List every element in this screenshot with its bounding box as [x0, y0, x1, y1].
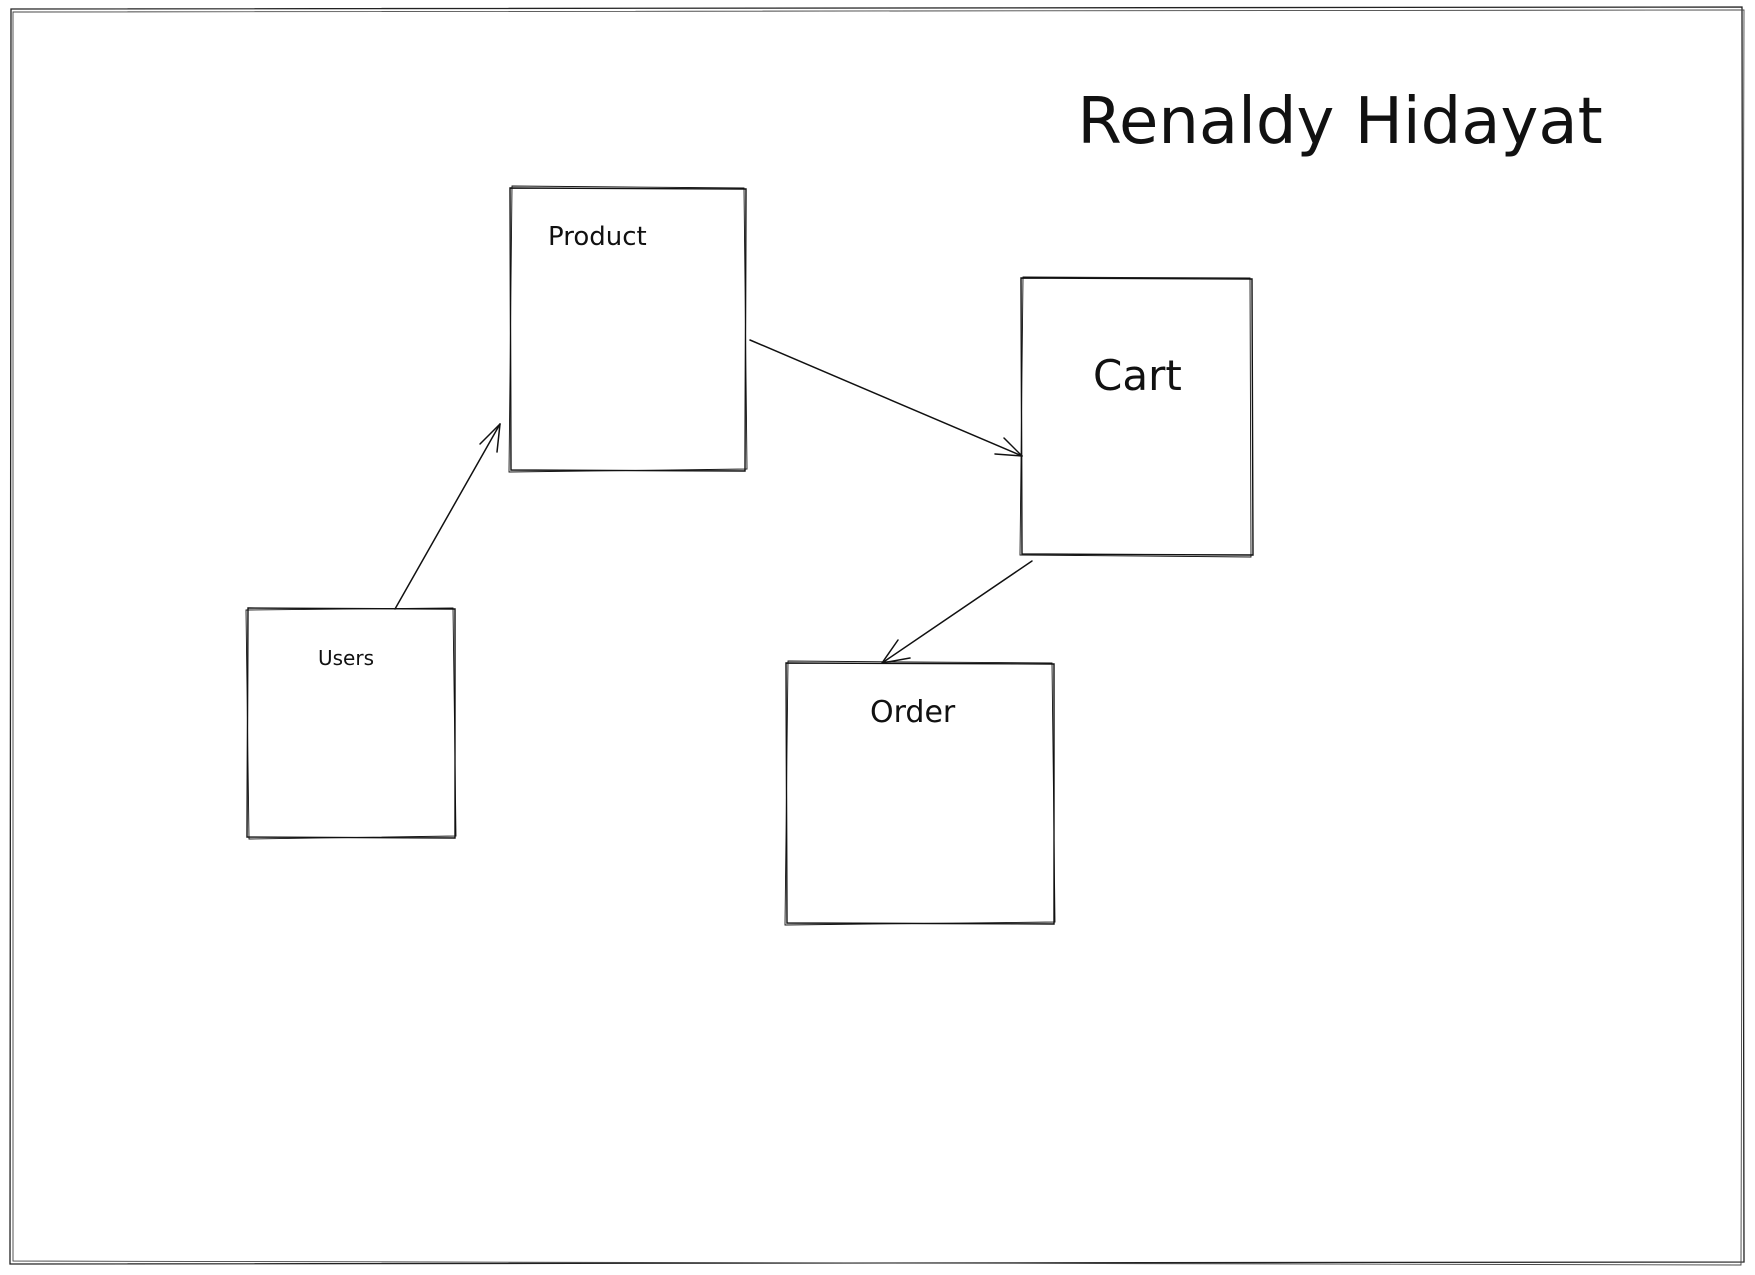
arrow-product-to-cart [749, 339, 1023, 457]
node-users-label: Users [318, 646, 374, 670]
node-product-box [508, 185, 748, 473]
node-users-box [245, 607, 457, 840]
node-order[interactable]: Order [784, 660, 1056, 926]
node-product[interactable]: Product [508, 185, 748, 473]
node-order-box [784, 660, 1056, 926]
node-product-label: Product [548, 222, 647, 252]
diagram-title: Renaldy Hidayat [1077, 85, 1602, 159]
node-order-label: Order [870, 695, 956, 730]
node-cart[interactable]: Cart [1019, 276, 1254, 558]
node-cart-label: Cart [1093, 351, 1182, 400]
node-users[interactable]: Users [245, 607, 457, 840]
arrow-cart-to-order [881, 560, 1033, 664]
outer-frame [9, 6, 1745, 1266]
arrow-users-to-product [394, 423, 501, 610]
node-cart-box [1019, 276, 1254, 558]
